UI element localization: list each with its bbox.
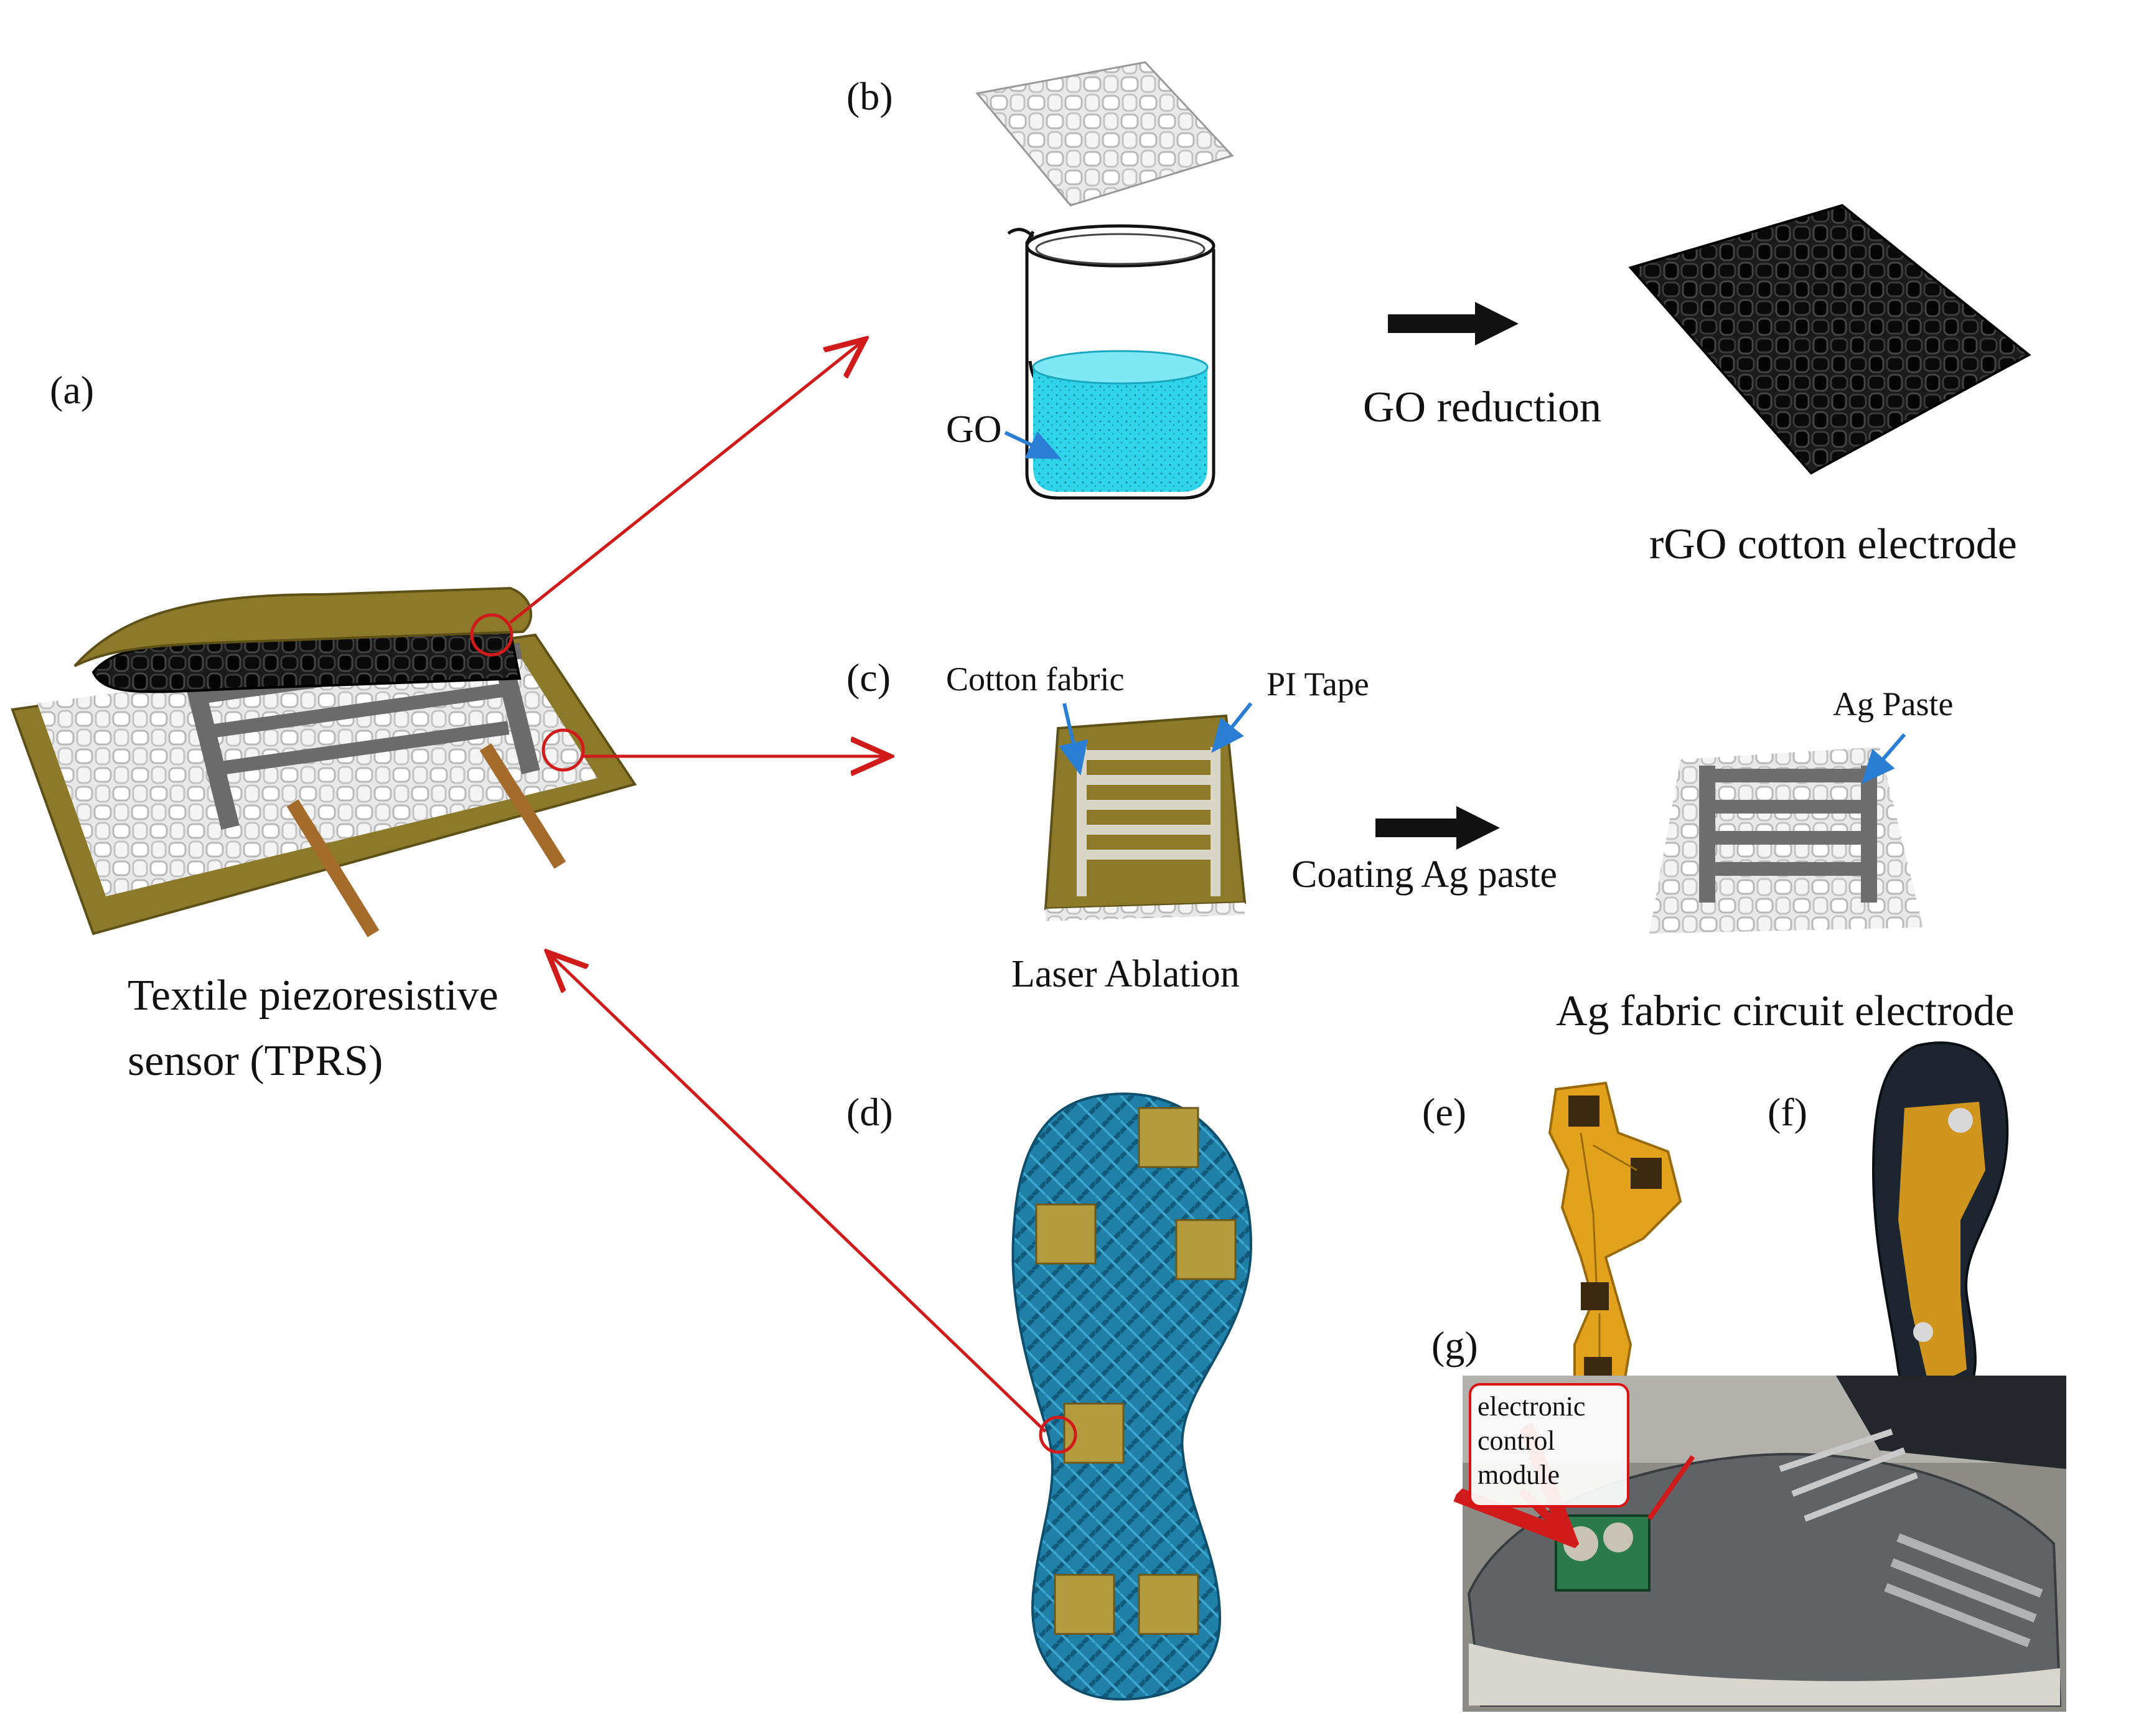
panel-label-b: (b) [846, 74, 893, 118]
go-reduction-label: GO reduction [1363, 383, 1601, 431]
panel-label-a: (a) [50, 368, 95, 412]
rgo-fabric [1628, 204, 2031, 475]
connector-arrows [509, 339, 1047, 1433]
assembled-insole [1871, 1041, 2009, 1410]
ag-paste-label: Ag Paste [1833, 685, 1954, 723]
process-arrow-c [1375, 806, 1500, 850]
laser-ablation-label: Laser Ablation [1011, 953, 1240, 995]
panel-label-g: (g) [1431, 1323, 1478, 1368]
panel-label-d: (d) [846, 1090, 893, 1134]
ag-electrode-label: Ag fabric circuit electrode [1556, 987, 2015, 1035]
control-module-callout: electronic control module [1469, 1383, 1629, 1508]
panel-label-e: (e) [1422, 1090, 1467, 1134]
laser-ablation-sample [1044, 714, 1247, 921]
tprs-caption-line1: Textile piezoresistive [128, 972, 499, 1020]
rgo-electrode-label: rGO cotton electrode [1649, 520, 2017, 568]
cotton-fabric-pointer [1058, 703, 1088, 776]
panel-label-f: (f) [1768, 1090, 1807, 1134]
callout-line3: module [1478, 1460, 1560, 1490]
beaker [1007, 224, 1215, 500]
panel-label-c: (c) [846, 655, 891, 700]
sensor-insole [1011, 1092, 1253, 1701]
white-fabric-swatch [975, 61, 1234, 207]
go-pointer [1004, 431, 1062, 459]
go-label: GO [946, 408, 1002, 451]
tprs-illustration [11, 586, 637, 937]
ag-paste-pointer [1862, 733, 1906, 784]
flexible-circuit [1548, 1081, 1682, 1402]
callout-line1: electronic [1478, 1391, 1586, 1422]
cotton-fabric-label: Cotton fabric [946, 660, 1125, 698]
pi-tape-label: PI Tape [1267, 665, 1369, 703]
process-arrow-b [1388, 302, 1519, 345]
shoe-photo [1463, 1376, 2066, 1712]
tprs-caption-line2: sensor (TPRS) [128, 1037, 383, 1085]
callout-line2: control [1478, 1425, 1555, 1456]
pi-tape-pointer [1211, 702, 1253, 753]
coating-label: Coating Ag paste [1291, 853, 1558, 896]
ag-circuit-fabric [1649, 747, 1923, 934]
